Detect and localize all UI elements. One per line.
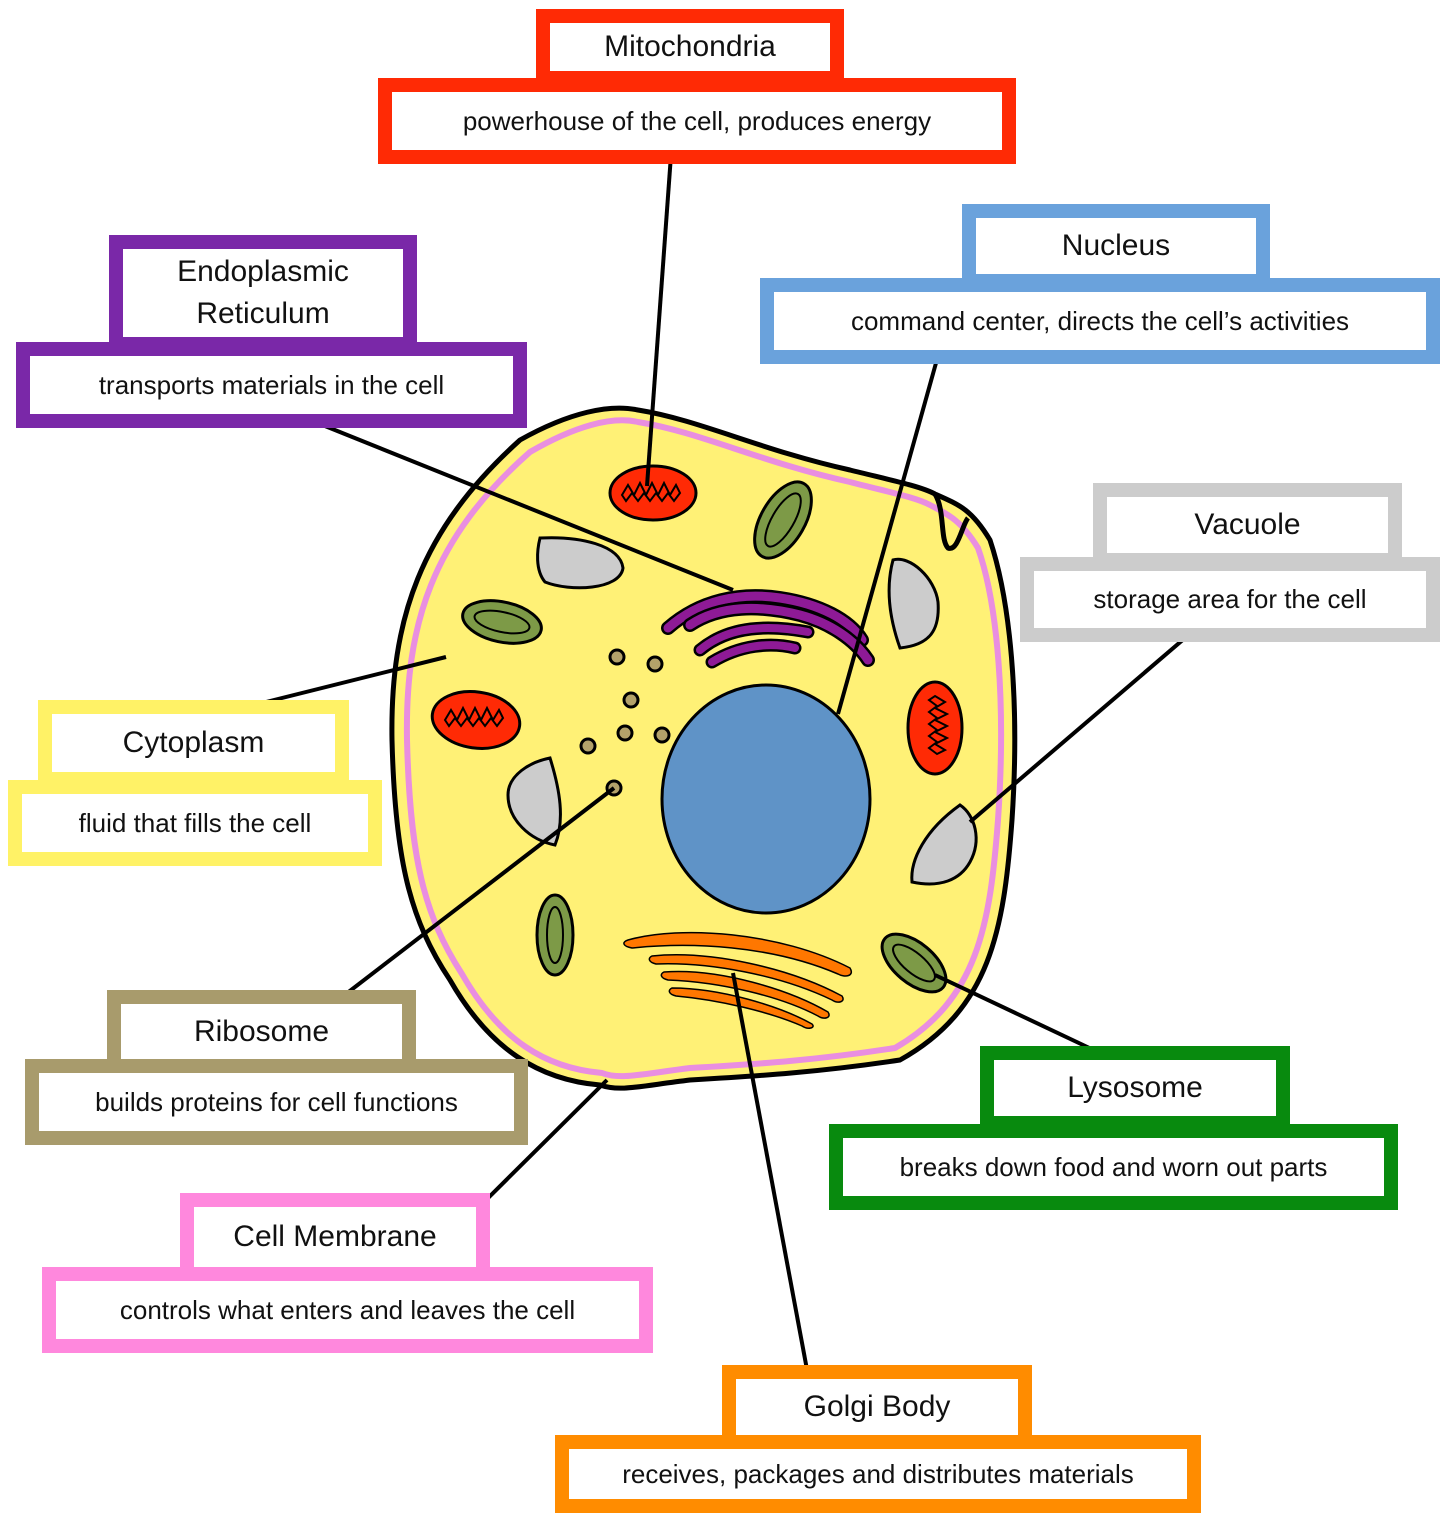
nucleus-desc: command center, directs the cell’s activ… xyxy=(851,306,1349,337)
lysosome-desc-box: breaks down food and worn out parts xyxy=(829,1124,1398,1210)
membrane-desc: controls what enters and leaves the cell xyxy=(120,1295,575,1326)
nucleus-name: Nucleus xyxy=(1062,229,1170,263)
mitochondria-desc: powerhouse of the cell, produces energy xyxy=(463,106,931,137)
golgi-desc: receives, packages and distributes mater… xyxy=(622,1459,1134,1490)
er-name-box: Endoplasmic Reticulum xyxy=(109,235,417,351)
mitochondrion-shape xyxy=(908,682,962,774)
mitochondria-desc-box: powerhouse of the cell, produces energy xyxy=(378,78,1016,164)
cytoplasm-desc-box: fluid that fills the cell xyxy=(8,780,382,866)
mitochondrion-shape xyxy=(610,466,696,520)
er-name-line1: Endoplasmic xyxy=(177,251,349,293)
cytoplasm-desc: fluid that fills the cell xyxy=(79,808,312,839)
lysosome-name: Lysosome xyxy=(1067,1071,1203,1105)
cytoplasm-name: Cytoplasm xyxy=(123,726,265,760)
membrane-desc-box: controls what enters and leaves the cell xyxy=(42,1267,653,1353)
ribosome-name: Ribosome xyxy=(194,1015,329,1049)
mitochondria-name-box: Mitochondria xyxy=(536,9,844,85)
nucleus-shape xyxy=(662,685,870,913)
nucleus-name-box: Nucleus xyxy=(962,204,1270,288)
lysosome-shape xyxy=(537,895,573,975)
ribosome-desc-box: builds proteins for cell functions xyxy=(25,1059,528,1145)
ribosome-desc: builds proteins for cell functions xyxy=(95,1087,458,1118)
er-desc-box: transports materials in the cell xyxy=(16,342,527,428)
golgi-name: Golgi Body xyxy=(804,1390,951,1424)
membrane-name: Cell Membrane xyxy=(233,1220,436,1254)
cytoplasm-name-box: Cytoplasm xyxy=(38,700,349,786)
er-name-line2: Reticulum xyxy=(196,293,329,335)
lysosome-desc: breaks down food and worn out parts xyxy=(900,1152,1328,1183)
mitochondria-name: Mitochondria xyxy=(604,30,776,64)
nucleus-desc-box: command center, directs the cell’s activ… xyxy=(760,278,1440,364)
vacuole-desc: storage area for the cell xyxy=(1093,584,1366,615)
er-desc: transports materials in the cell xyxy=(99,370,444,401)
vacuole-name-box: Vacuole xyxy=(1093,483,1402,567)
lysosome-name-box: Lysosome xyxy=(980,1046,1290,1130)
vacuole-name: Vacuole xyxy=(1194,508,1300,542)
vacuole-desc-box: storage area for the cell xyxy=(1020,557,1440,642)
golgi-desc-box: receives, packages and distributes mater… xyxy=(555,1435,1201,1513)
